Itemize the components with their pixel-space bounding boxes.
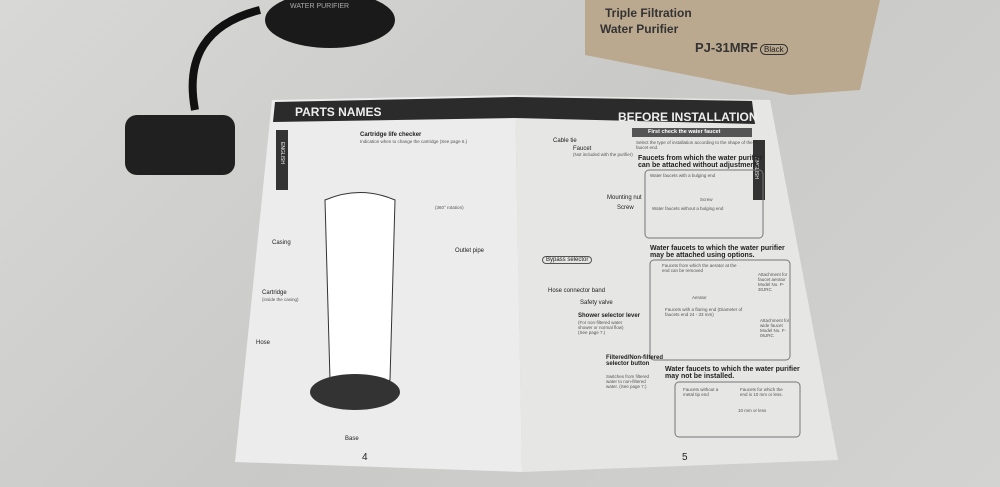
note-shower: (For non-filtered water shower or normal… — [578, 320, 624, 335]
note-cartridge: (inside the casing) — [262, 297, 299, 302]
hose — [188, 6, 261, 111]
label-mounting-nut: Mounting nut — [607, 195, 642, 201]
box-color-badge: Black — [760, 44, 788, 55]
s3-dim: 10 mm or less — [738, 408, 767, 413]
label-safety-valve: Safety valve — [580, 300, 613, 306]
right-page-number: 5 — [682, 452, 688, 463]
intro-text: Select the type of installation accordin… — [636, 140, 753, 150]
label-bypass-selector: Bypass selector — [542, 256, 593, 264]
left-side-tab-label: ENGLISH — [278, 142, 285, 164]
purifier-label: WATER PURIFIER — [290, 3, 350, 10]
label-outlet-pipe: Outlet pipe — [455, 248, 485, 254]
label-screw: Screw — [617, 205, 634, 211]
box-line1: Triple Filtration — [605, 6, 692, 20]
s2-attach-2: Attachment for wide faucet Model No. F-0… — [760, 318, 790, 338]
label-cable-tie: Cable tie — [553, 138, 577, 144]
section1-heading: Faucets from which the water purifier ca… — [638, 155, 763, 169]
box — [585, 0, 880, 95]
s2-attach-1: Attachment for faucet aerator Model No. … — [758, 272, 788, 292]
label-hose-connector-band: Hose connector band — [548, 288, 606, 294]
note-rotation: (360° rotation) — [435, 205, 464, 210]
box-s3 — [674, 381, 801, 438]
note-faucet: (Not included with the purifier) — [573, 152, 633, 157]
left-side-tab — [276, 130, 288, 190]
right-header-bar — [515, 97, 755, 124]
right-page-title: BEFORE INSTALLATION — [618, 110, 758, 124]
label-hose: Hose — [256, 340, 271, 346]
label-base: Base — [345, 436, 359, 442]
box-s2 — [649, 259, 791, 361]
section2-heading: Water faucets to which the water purifie… — [650, 245, 785, 259]
label-shower-selector: Shower selector lever — [578, 313, 641, 319]
s3-item-2: Faucets for which the end is 10 mm or le… — [740, 387, 783, 397]
purifier-illustration — [324, 192, 396, 388]
banner — [632, 128, 752, 137]
label-casing: Casing — [272, 240, 291, 246]
left-header-bar — [273, 97, 515, 122]
left-page-title: PARTS NAMES — [295, 105, 382, 119]
s1-screw: Screw — [700, 197, 713, 202]
purifier-base — [310, 374, 400, 410]
faucet-adapter — [125, 115, 235, 175]
banner-text: First check the water faucet — [648, 129, 721, 135]
label-filtered-selector: Filtered/Non-filtered selector button — [606, 355, 664, 367]
s1-item-2: Water faucets without a bulging end — [652, 206, 724, 211]
s2-item-1: Faucets from which the aerator at the en… — [662, 263, 737, 273]
label-cartridge: Cartridge — [262, 290, 287, 296]
purifier-top — [265, 0, 395, 48]
s1-item-1: Water faucets with a bulging end — [650, 173, 716, 178]
note-cartridge-life: Indication when to change the cartridge … — [360, 139, 468, 144]
left-page-number: 4 — [362, 452, 368, 463]
note-selector: Switches from filtered water to non-filt… — [606, 374, 650, 389]
s3-item-1: Faucets without a metal tip end — [683, 387, 719, 397]
box-s1 — [644, 169, 764, 239]
s2-aerator: Aerator — [692, 295, 707, 300]
label-faucet: Faucet — [573, 146, 592, 152]
label-cartridge-life-checker: Cartridge life checker — [360, 132, 422, 138]
box-model: PJ-31MRF — [695, 40, 758, 55]
section3-heading: Water faucets to which the water purifie… — [665, 366, 800, 380]
box-line2: Water Purifier — [600, 22, 679, 36]
s2-item-2: Faucets with a flaring end (Diameter of … — [665, 307, 743, 317]
